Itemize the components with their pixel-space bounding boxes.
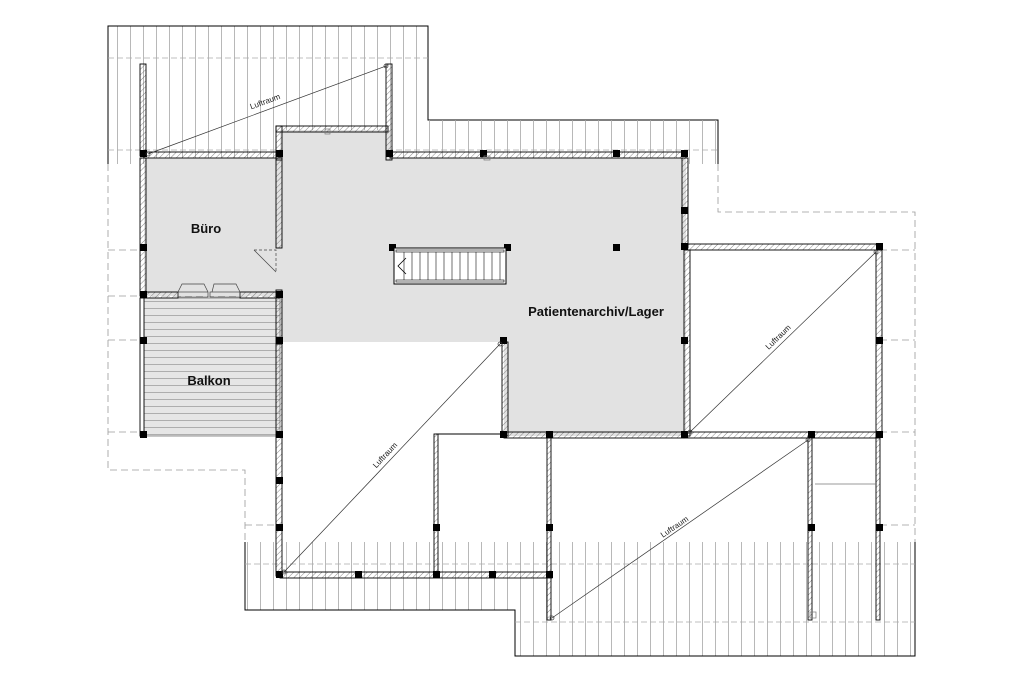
floor-area (144, 130, 686, 436)
roof-top-left (107, 25, 719, 164)
roof-bottom (244, 542, 916, 657)
room-label-balcony: Balkon (187, 373, 230, 388)
office-door (253, 249, 277, 273)
void-label-bottom-right: Luftraum (659, 514, 690, 539)
staircase (393, 247, 507, 285)
void-label-right: Luftraum (764, 323, 793, 352)
room-label-archive: Patientenarchiv/Lager (528, 304, 664, 319)
balcony-door (177, 283, 241, 298)
void-lines (145, 63, 879, 621)
plan-details (324, 128, 876, 619)
room-label-office: Büro (191, 221, 221, 236)
balcony-deck (143, 297, 281, 437)
posts (140, 150, 883, 578)
